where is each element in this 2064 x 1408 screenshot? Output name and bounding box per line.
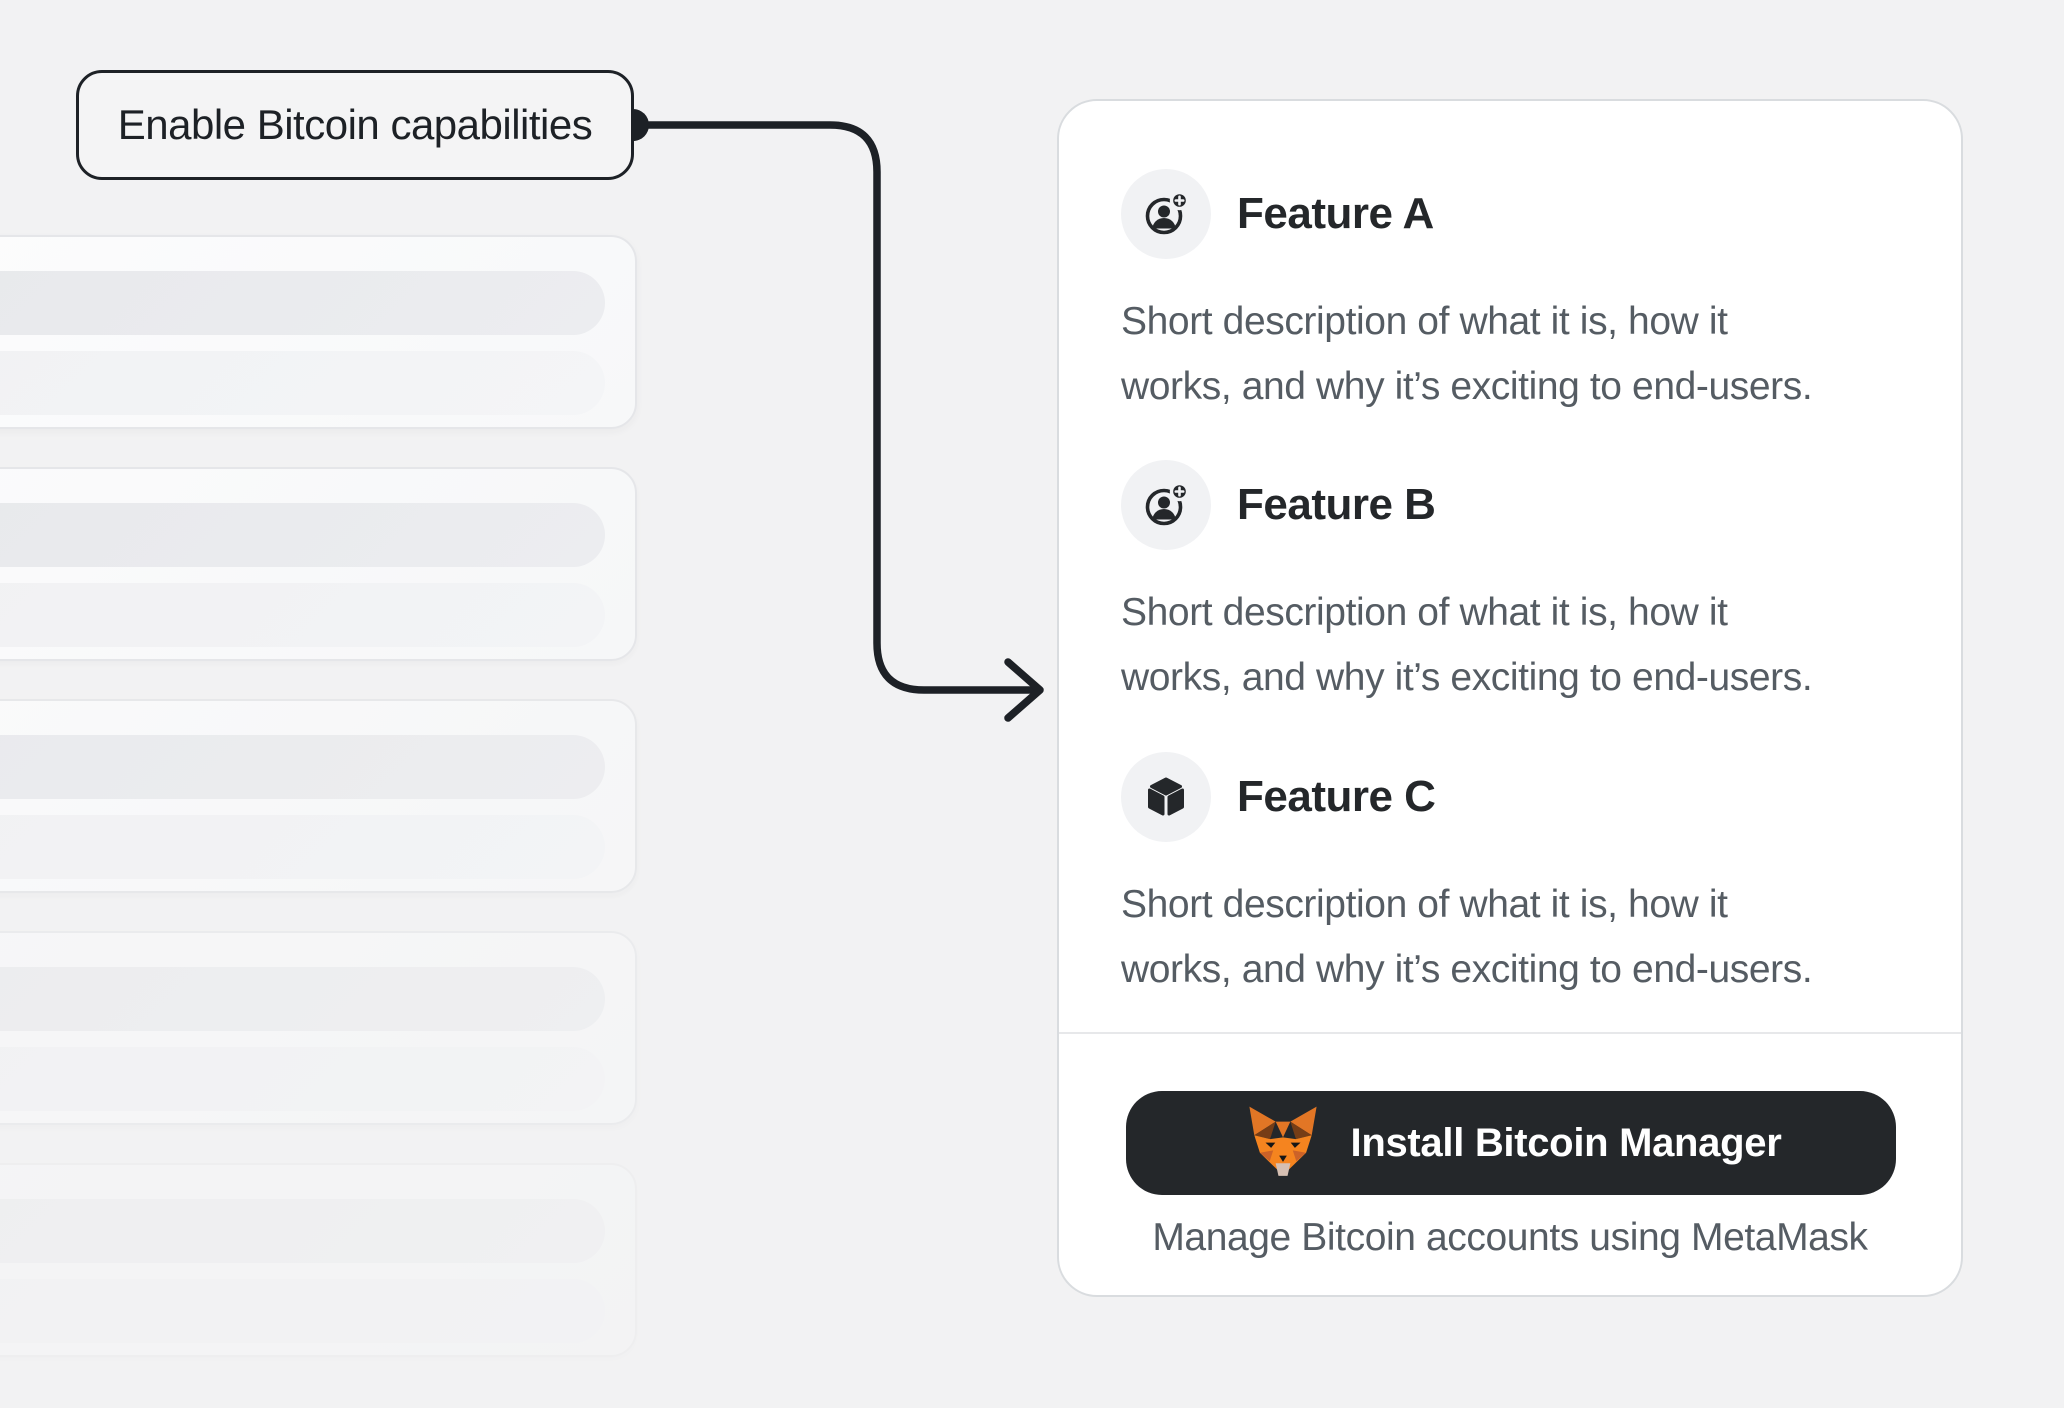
skeleton-line: [0, 1047, 605, 1111]
feature-title: Feature A: [1237, 189, 1434, 238]
feature-description: Short description of what it is, how it …: [1121, 883, 1813, 991]
install-button-label: Install Bitcoin Manager: [1350, 1120, 1782, 1165]
skeleton-line: [0, 351, 605, 415]
skeleton-line: [0, 271, 605, 335]
feature-panel: Feature A Short description of what it i…: [1057, 99, 1963, 1297]
skeleton-card-list: [0, 235, 637, 1357]
callout-label: Enable Bitcoin capabilities: [117, 101, 593, 148]
feature-row-c: Feature C Short description of what it i…: [1121, 752, 1891, 1002]
feature-description: Short description of what it is, how it …: [1121, 300, 1813, 408]
feature-row-b: Feature B Short description of what it i…: [1121, 460, 1891, 710]
panel-caption: Manage Bitcoin accounts using MetaMask: [1152, 1216, 1868, 1259]
arrowhead-icon: [1004, 658, 1044, 722]
skeleton-card: [0, 467, 637, 661]
metamask-fox-icon: [1248, 1106, 1317, 1176]
skeleton-card: [0, 235, 637, 429]
install-bitcoin-manager-button[interactable]: Install Bitcoin Manager: [1126, 1091, 1896, 1195]
skeleton-card: [0, 1163, 637, 1357]
skeleton-line: [0, 735, 605, 799]
user-add-icon: [1121, 169, 1211, 259]
skeleton-line: [0, 1279, 605, 1343]
callout-label-box: Enable Bitcoin capabilities: [76, 70, 634, 180]
feature-title: Feature B: [1237, 480, 1436, 529]
panel-divider: [1059, 1032, 1961, 1034]
feature-title: Feature C: [1237, 772, 1436, 821]
feature-description: Short description of what it is, how it …: [1121, 591, 1813, 699]
skeleton-line: [0, 1199, 605, 1263]
skeleton-line: [0, 967, 605, 1031]
skeleton-line: [0, 815, 605, 879]
skeleton-line: [0, 503, 605, 567]
skeleton-line: [0, 583, 605, 647]
skeleton-card: [0, 699, 637, 893]
cube-icon: [1121, 752, 1211, 842]
user-add-icon: [1121, 460, 1211, 550]
skeleton-card: [0, 931, 637, 1125]
feature-row-a: Feature A Short description of what it i…: [1121, 169, 1891, 419]
